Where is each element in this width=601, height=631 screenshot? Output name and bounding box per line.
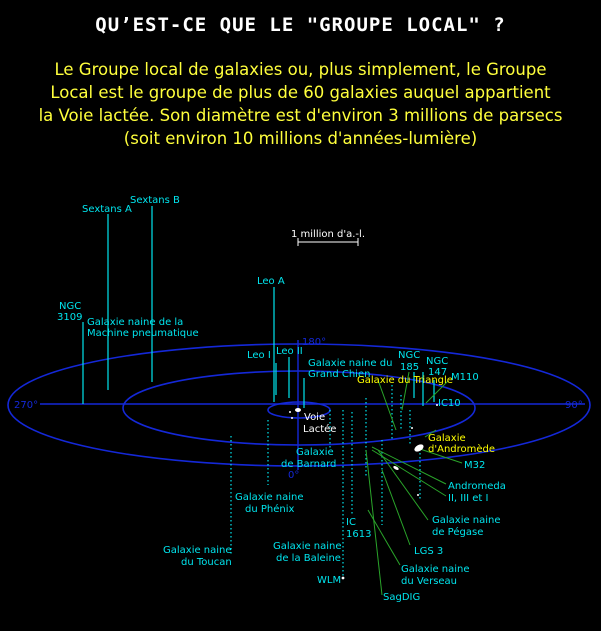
- label-antlia-b: Machine pneumatique: [87, 328, 199, 339]
- milky-way-marker: [295, 408, 301, 412]
- label-canis-b: Grand Chien: [308, 369, 370, 380]
- angle-label-left: 270°: [14, 400, 38, 411]
- intro-line: (soit environ 10 millions d'années-lumiè…: [123, 129, 478, 148]
- outer-ring: [7, 343, 591, 467]
- label-milky-way-b: Lactée: [303, 423, 336, 435]
- intro-paragraph: Le Groupe local de galaxies ou, plus sim…: [0, 58, 601, 150]
- label-ngc185-a: NGC: [398, 350, 420, 361]
- intro-line: la Voie lactée. Son diamètre est d'envir…: [38, 106, 563, 125]
- galaxy-markers: [289, 404, 438, 580]
- label-canis-a: Galaxie naine du: [308, 358, 392, 369]
- label-andromeda-a: Galaxie: [428, 433, 466, 444]
- angle-label-bottom: 0°: [288, 470, 299, 481]
- axes: [40, 340, 585, 470]
- label-milky-way-a: Voie: [304, 412, 325, 423]
- label-cetus-a: Galaxie naine: [273, 541, 342, 552]
- angle-label-right: 90°: [565, 400, 583, 411]
- projection-lines-solid: [82, 206, 435, 408]
- angle-label-top: 180°: [302, 337, 326, 348]
- label-andromeda-sats-a: Andromeda: [448, 481, 506, 492]
- label-tucana-a: Galaxie naine: [163, 545, 232, 556]
- label-pegasus-b: de Pégase: [432, 526, 483, 538]
- label-ic1613-a: IC: [346, 517, 356, 528]
- label-triangulum: Galaxie du Triangle: [357, 375, 453, 386]
- label-ngc147-a: NGC: [426, 356, 448, 367]
- label-aquarius-a: Galaxie naine: [401, 564, 470, 575]
- label-lgs3: LGS 3: [414, 546, 443, 557]
- label-ngc147-b: 147: [428, 367, 447, 378]
- intro-line: Le Groupe local de galaxies ou, plus sim…: [54, 60, 547, 79]
- label-ngc3109-a: NGC: [59, 301, 81, 312]
- andromeda-marker: [414, 444, 424, 452]
- label-cetus-b: de la Baleine: [276, 553, 341, 564]
- label-m32: M32: [464, 460, 485, 471]
- label-sagdig: SagDIG: [383, 592, 420, 603]
- leader-lines: [365, 371, 463, 596]
- intro-line: Local est le groupe de plus de 60 galaxi…: [50, 83, 551, 102]
- page-title: QU’EST-CE QUE LE "GROUPE LOCAL" ?: [95, 14, 506, 36]
- label-sextans-a: Sextans A: [82, 204, 132, 215]
- label-phoenix-b: du Phénix: [245, 503, 295, 515]
- middle-ring: [122, 370, 476, 446]
- triangulum-marker: [393, 466, 399, 470]
- label-ngc185-b: 185: [400, 362, 419, 373]
- projection-lines-dotted: [230, 385, 421, 578]
- label-barnard-a: Galaxie: [296, 447, 334, 458]
- label-ic1613-b: 1613: [346, 529, 371, 540]
- label-ngc3109-b: 3109: [57, 312, 82, 323]
- label-ic10: IC10: [438, 398, 461, 409]
- label-sextans-b: Sextans B: [130, 195, 180, 206]
- label-tucana-b: du Toucan: [181, 557, 232, 568]
- label-wlm: WLM: [317, 575, 341, 586]
- scale-bar-label: 1 million d'a.-l.: [291, 229, 365, 240]
- scale-bar: [297, 238, 359, 246]
- label-aquarius-b: du Verseau: [401, 576, 457, 587]
- label-leo-ii: Leo II: [276, 346, 303, 357]
- label-barnard-b: de Barnard: [281, 459, 336, 470]
- label-andromeda-b: d'Andromède: [428, 443, 495, 455]
- label-andromeda-sats-b: II, III et I: [448, 493, 488, 504]
- galaxy-labels: Sextans A Sextans B NGC 3109 Galaxie nai…: [57, 195, 506, 603]
- label-leo-a: Leo A: [257, 276, 285, 287]
- label-phoenix-a: Galaxie naine: [235, 492, 304, 503]
- label-m110: M110: [451, 372, 479, 383]
- label-pegasus-a: Galaxie naine: [432, 515, 501, 526]
- label-antlia-a: Galaxie naine de la: [87, 317, 183, 328]
- label-leo-i: Leo I: [247, 350, 271, 361]
